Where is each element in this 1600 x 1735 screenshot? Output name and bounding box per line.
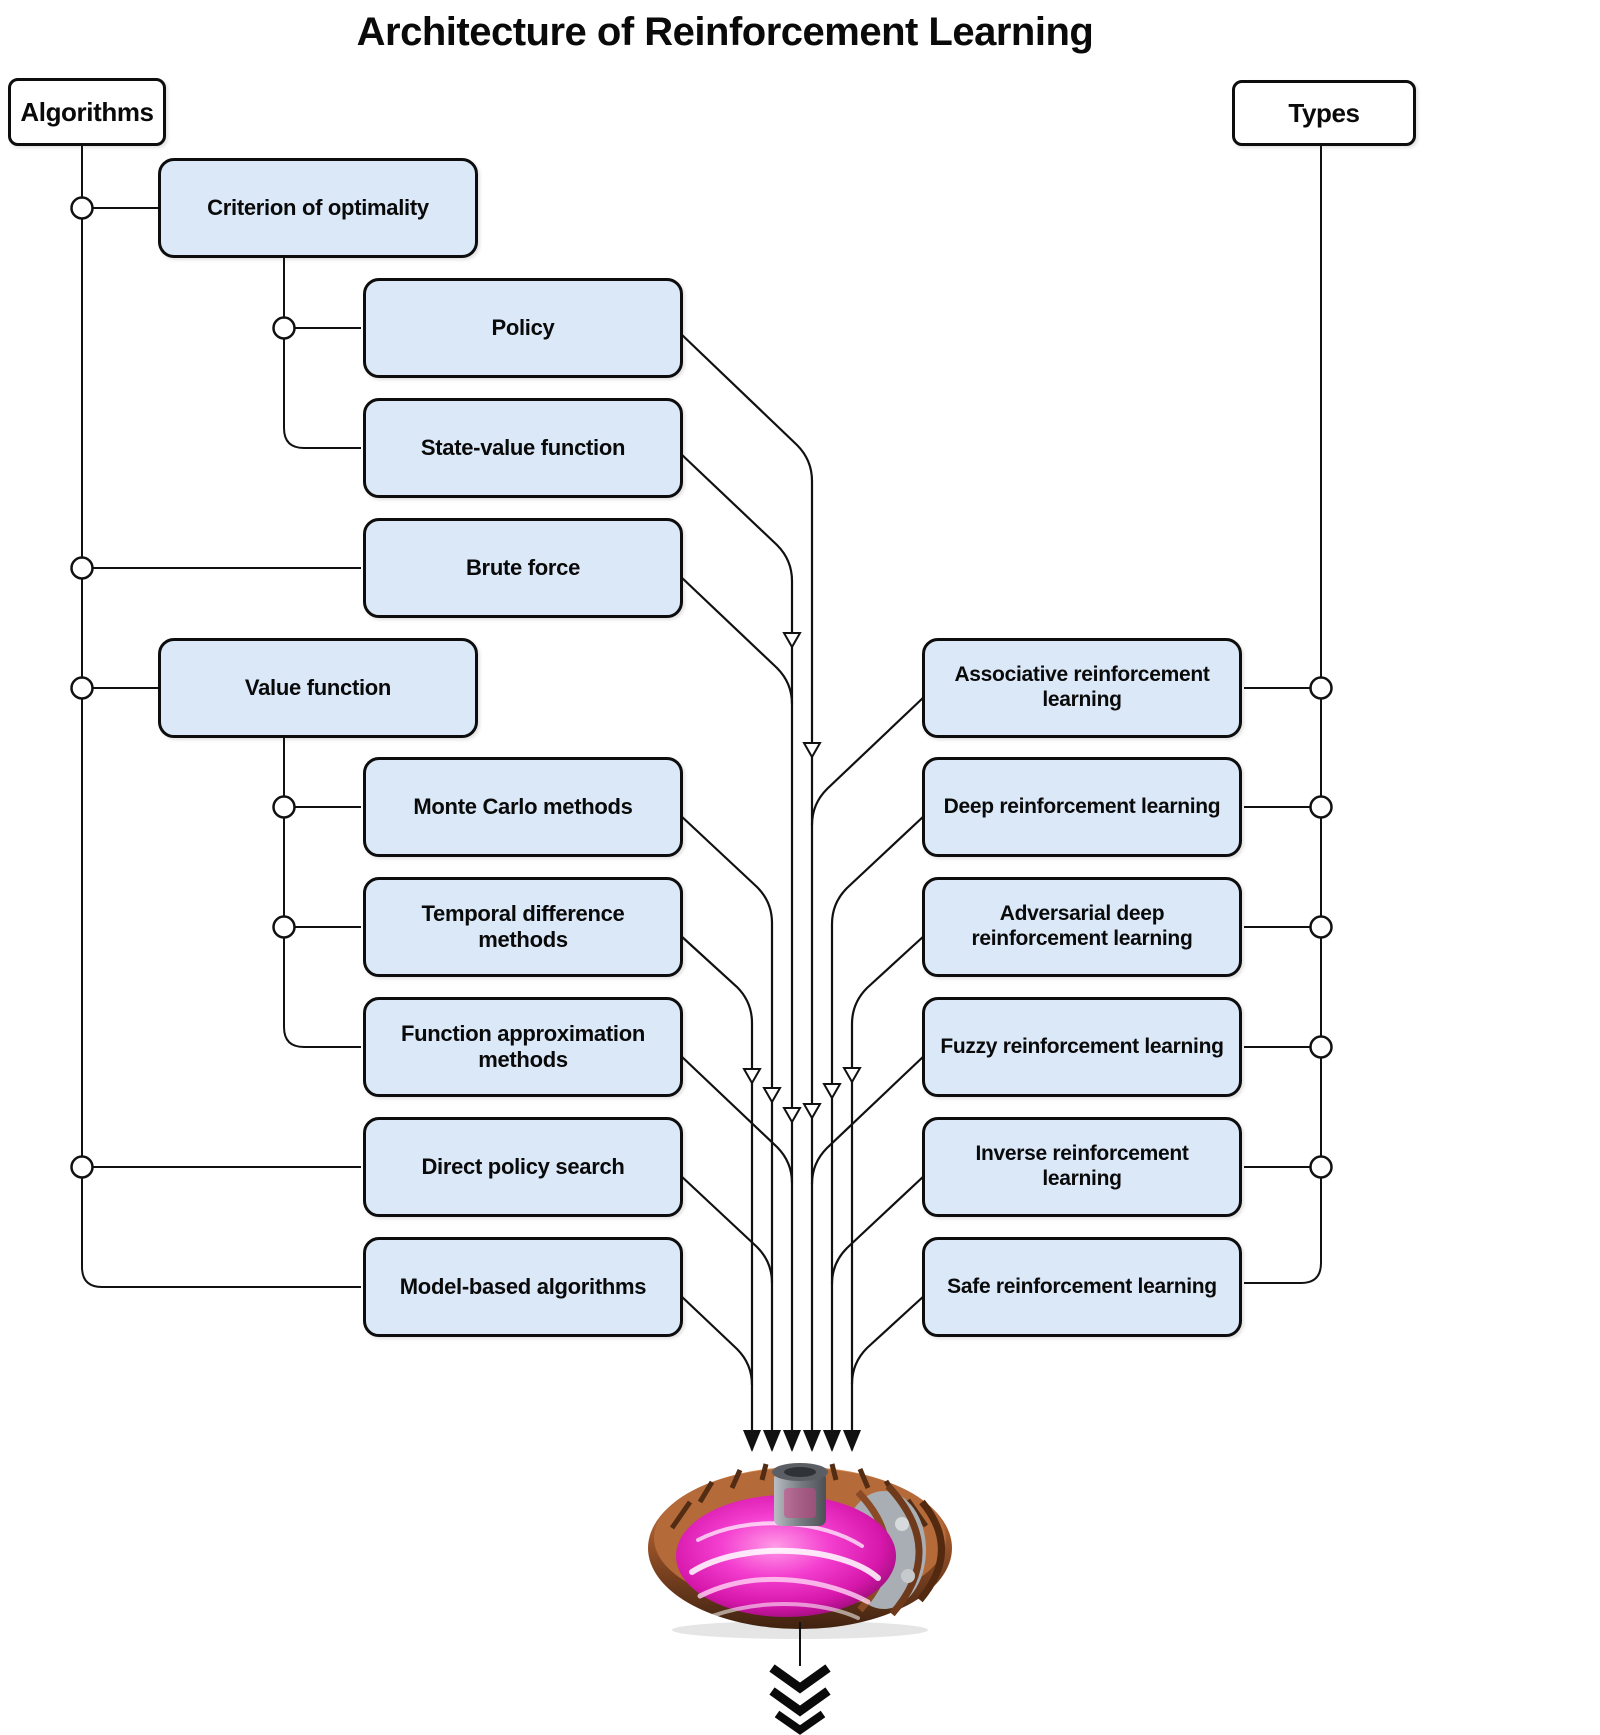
open-arrowhead-markers: [742, 632, 862, 1125]
node-state-value-function: State-value function: [363, 398, 683, 498]
criterion-subspine: [283, 258, 361, 449]
tokamak-image: [648, 1463, 952, 1639]
node-fuzzy-reinforcement-learning: Fuzzy reinforcement learning: [922, 997, 1242, 1097]
algorithms-header: Algorithms: [8, 78, 166, 146]
node-criterion-of-optimality: Criterion of optimality: [158, 158, 478, 258]
types-header: Types: [1232, 80, 1416, 146]
solid-arrowheads: [743, 1430, 861, 1452]
flow-lines-right: [810, 695, 926, 1450]
node-direct-policy-search: Direct policy search: [363, 1117, 683, 1217]
chevron-triple-down-icon: [769, 1664, 831, 1735]
node-value-function: Value function: [158, 638, 478, 738]
node-policy: Policy: [363, 278, 683, 378]
node-temporal-difference-methods: Temporal difference methods: [363, 877, 683, 977]
output-arrow: [769, 1622, 831, 1735]
node-function-approximation-methods: Function approximation methods: [363, 997, 683, 1097]
algorithms-spine: [81, 140, 361, 1288]
value-function-subspine: [283, 738, 361, 1048]
node-safe-reinforcement-learning: Safe reinforcement learning: [922, 1237, 1242, 1337]
types-spine: [1244, 140, 1322, 1284]
page-title: Architecture of Reinforcement Learning: [356, 10, 1094, 54]
node-monte-carlo-methods: Monte Carlo methods: [363, 757, 683, 857]
flow-lines-left: [679, 332, 814, 1450]
node-inverse-reinforcement-learning: Inverse reinforcement learning: [922, 1117, 1242, 1217]
node-deep-reinforcement-learning: Deep reinforcement learning: [922, 757, 1242, 857]
branch-connector-circles: [70, 196, 1333, 1179]
node-brute-force: Brute force: [363, 518, 683, 618]
node-associative-reinforcement-learning: Associative reinforcement learning: [922, 638, 1242, 738]
node-model-based-algorithms: Model-based algorithms: [363, 1237, 683, 1337]
node-adversarial-deep-reinforcement-learning: Adversarial deep reinforcement learning: [922, 877, 1242, 977]
